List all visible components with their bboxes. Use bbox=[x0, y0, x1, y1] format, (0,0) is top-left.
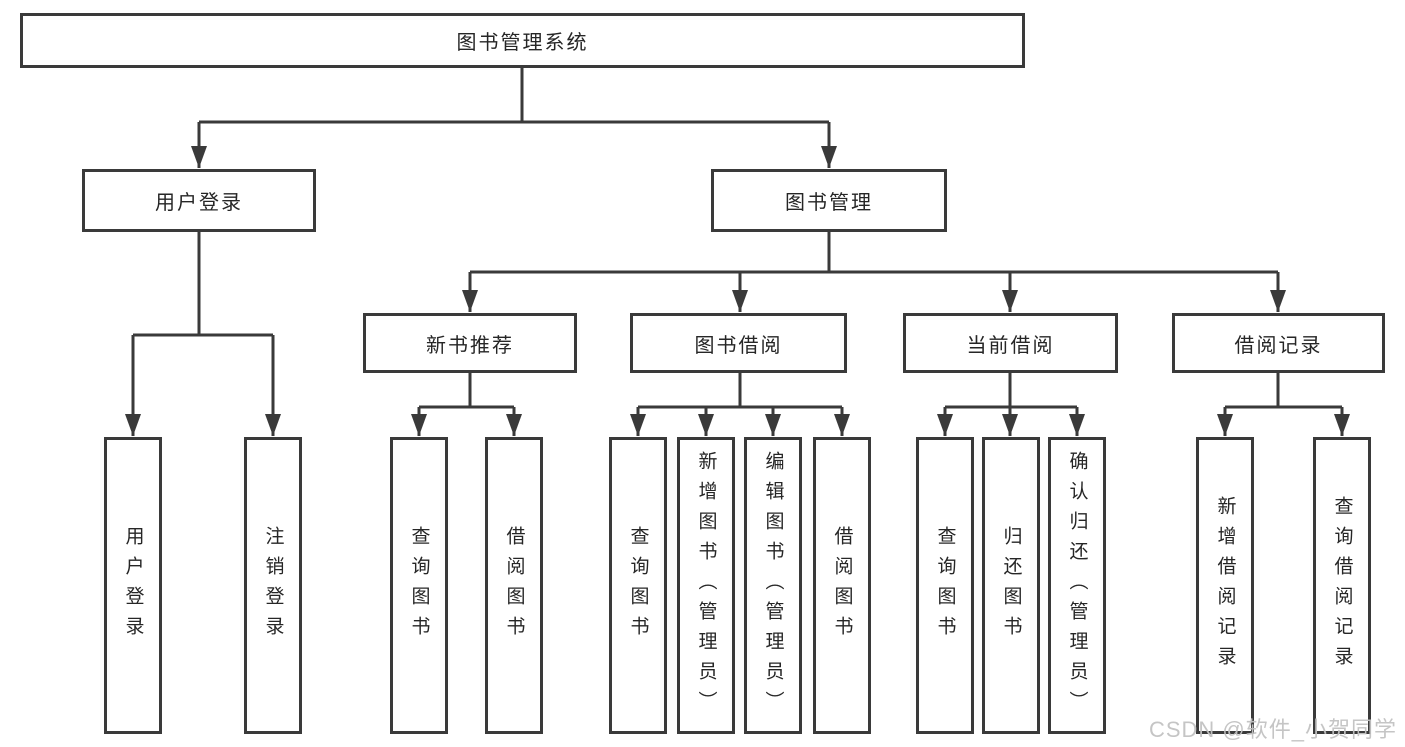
node-label: 当前借阅 bbox=[966, 334, 1055, 357]
leaf-query-books-borrowing: 查询图书 bbox=[609, 437, 667, 734]
leaf-query-books-current: 查询图书 bbox=[916, 437, 974, 734]
node-label: 查询借阅记录 bbox=[1331, 495, 1353, 676]
node-label: 查询图书 bbox=[627, 525, 649, 646]
node-label: 借阅记录 bbox=[1234, 334, 1323, 357]
node-label: 图书管理系统 bbox=[456, 32, 589, 54]
leaf-return-books: 归还图书 bbox=[982, 437, 1040, 734]
node-label: 编辑图书（管理员） bbox=[762, 450, 784, 721]
node-label: 归还图书 bbox=[1000, 525, 1022, 646]
leaf-borrow-books-recommend: 借阅图书 bbox=[485, 437, 543, 734]
leaf-logout: 注销登录 bbox=[244, 437, 302, 734]
leaf-edit-books-admin: 编辑图书（管理员） bbox=[744, 437, 802, 734]
node-label: 新增图书（管理员） bbox=[695, 450, 717, 721]
leaf-add-borrow-record: 新增借阅记录 bbox=[1196, 437, 1254, 734]
node-book-management: 图书管理 bbox=[711, 169, 947, 232]
node-label: 借阅图书 bbox=[503, 525, 525, 646]
leaf-query-borrow-record: 查询借阅记录 bbox=[1313, 437, 1371, 734]
node-label: 查询图书 bbox=[408, 525, 430, 646]
node-new-book-recommend: 新书推荐 bbox=[363, 313, 577, 373]
node-library-system: 图书管理系统 bbox=[20, 13, 1025, 68]
leaf-add-books-admin: 新增图书（管理员） bbox=[677, 437, 735, 734]
leaf-user-login: 用户登录 bbox=[104, 437, 162, 734]
leaf-confirm-return-admin: 确认归还（管理员） bbox=[1048, 437, 1106, 734]
node-book-borrowing: 图书借阅 bbox=[630, 313, 847, 373]
node-label: 新增借阅记录 bbox=[1214, 495, 1236, 676]
node-label: 图书管理 bbox=[785, 192, 873, 214]
node-label: 注销登录 bbox=[262, 525, 284, 646]
node-label: 新书推荐 bbox=[426, 334, 514, 357]
node-label: 用户登录 bbox=[155, 192, 243, 214]
node-label: 图书借阅 bbox=[694, 334, 783, 357]
csdn-watermark: CSDN @软件_小贺同学 bbox=[1148, 717, 1397, 742]
node-label: 用户登录 bbox=[122, 525, 144, 646]
leaf-borrow-books: 借阅图书 bbox=[813, 437, 871, 734]
node-borrowing-records: 借阅记录 bbox=[1172, 313, 1385, 373]
node-label: 查询图书 bbox=[934, 525, 956, 646]
leaf-query-books-recommend: 查询图书 bbox=[390, 437, 448, 734]
node-user-login: 用户登录 bbox=[82, 169, 316, 232]
node-label: 确认归还（管理员） bbox=[1066, 450, 1088, 721]
node-current-borrowing: 当前借阅 bbox=[903, 313, 1118, 373]
node-label: 借阅图书 bbox=[831, 525, 853, 646]
